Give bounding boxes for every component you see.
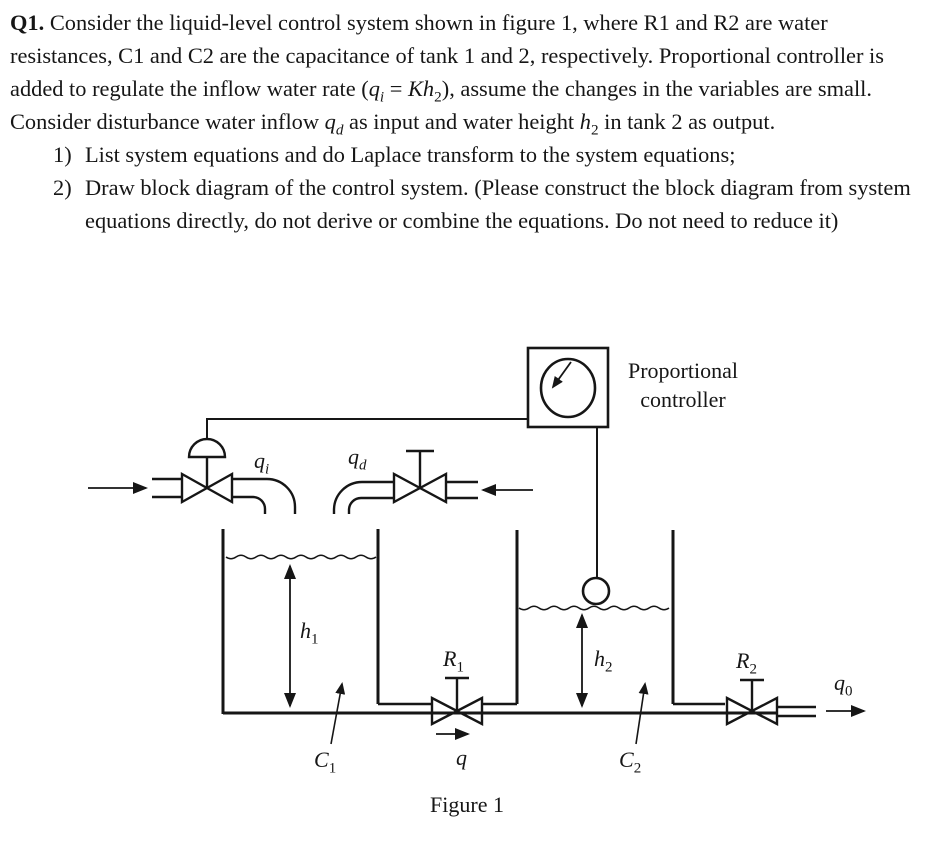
label-h2: h2	[594, 646, 613, 676]
label-R2: R2	[736, 648, 757, 678]
list-number-2: 2)	[53, 175, 72, 200]
problem-list: 1) List system equations and do Laplace …	[10, 138, 926, 237]
label-R1: R1	[443, 646, 464, 676]
outflow-pipe	[777, 705, 816, 718]
bottom-channel	[223, 702, 778, 715]
control-valve	[180, 437, 234, 505]
c2-pointer-arrow	[635, 682, 649, 745]
label-h1: h1	[300, 618, 319, 648]
inflow-pipe-qi	[152, 477, 297, 514]
figure-caption: Figure 1	[430, 792, 504, 817]
tank-1	[221, 529, 380, 714]
problem-statement: Q1. Consider the liquid-level control sy…	[10, 6, 926, 237]
label-q: q	[456, 745, 467, 770]
c1-pointer-arrow	[330, 682, 346, 745]
disturbance-valve	[392, 449, 448, 505]
water-level-2	[518, 605, 670, 611]
label-qd: qd	[348, 444, 367, 474]
controller-label-line1: Proportional	[628, 358, 738, 383]
float-sensor	[581, 427, 611, 606]
disturbance-pipe-qd	[332, 480, 478, 514]
label-qi: qi	[254, 448, 270, 478]
list-item-2: 2) Draw block diagram of the control sys…	[10, 171, 926, 237]
label-C1: C1	[314, 747, 337, 777]
feedback-signal-line	[206, 418, 528, 440]
valve-R2	[725, 678, 779, 726]
controller-gauge-icon	[526, 346, 610, 429]
diagram-canvas	[88, 346, 866, 745]
tank-2	[515, 530, 675, 704]
list-text-2: Draw block diagram of the control system…	[85, 175, 911, 233]
list-text-1: List system equations and do Laplace tra…	[85, 142, 736, 167]
problem-intro: Q1. Consider the liquid-level control sy…	[10, 10, 884, 139]
valve-R1	[430, 676, 484, 726]
list-item-1: 1) List system equations and do Laplace …	[10, 138, 926, 171]
controller-label-line2: controller	[640, 387, 726, 412]
list-number-1: 1)	[53, 142, 72, 167]
figure-1: Proportional controller qi qd h1 h2 R1 R…	[0, 310, 934, 841]
label-q0: q0	[834, 670, 853, 700]
label-C2: C2	[619, 747, 642, 777]
water-level-1	[225, 554, 377, 560]
controller-label: Proportional controller	[612, 356, 754, 414]
